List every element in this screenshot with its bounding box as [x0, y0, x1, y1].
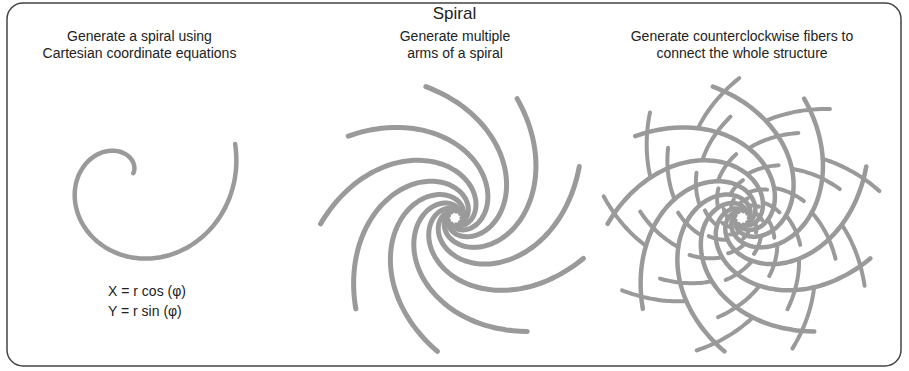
counterclockwise-fiber	[696, 173, 700, 205]
counterclockwise-fiber	[698, 78, 739, 128]
counterclockwise-fiber	[728, 244, 745, 253]
counterclockwise-fiber	[769, 244, 777, 276]
counterclockwise-fiber	[743, 230, 749, 238]
spiral-curve	[75, 144, 237, 259]
counterclockwise-fiber	[705, 210, 717, 225]
spiral-arm	[701, 203, 814, 331]
counterclockwise-fiber	[774, 188, 804, 201]
counterclockwise-fiber	[786, 216, 800, 245]
counterclockwise-fiber	[755, 213, 762, 220]
step-caption: Generate counterclockwise fibers to conn…	[630, 28, 854, 62]
counterclockwise-fiber	[792, 287, 814, 348]
counterclockwise-fiber	[718, 286, 759, 317]
spiral-arm	[444, 99, 536, 248]
spiral-arm	[608, 160, 763, 225]
multi-arm-spiral	[321, 87, 584, 352]
counterclockwise-fiber	[749, 133, 799, 148]
counterclockwise-fiber	[660, 279, 712, 284]
counterclockwise-fiber	[709, 236, 728, 240]
equation: Y = r sin (φ)	[108, 303, 248, 320]
equation-text: Y = r sin (φ)	[108, 303, 182, 319]
step-caption: Generate multiple arms of a spiral	[385, 28, 525, 62]
counterclockwise-fiber	[842, 225, 865, 286]
spiral-arm	[635, 127, 775, 230]
counterclockwise-fiber	[667, 148, 674, 200]
counterclockwise-fiber	[678, 213, 701, 236]
spiral-arm	[713, 87, 794, 237]
counterclockwise-fiber	[747, 165, 778, 174]
counterclockwise-fiber	[717, 188, 718, 207]
spiral-arm	[321, 160, 476, 225]
counterclockwise-fiber	[690, 255, 723, 258]
step-caption: Generate a spiral using Cartesian coordi…	[39, 28, 240, 62]
step-caption-text: Generate counterclockwise fibers to conn…	[631, 28, 854, 61]
diagram-title: Spiral	[0, 4, 909, 24]
equation-text: X = r cos (φ)	[108, 283, 186, 299]
counterclockwise-fiber	[640, 212, 678, 247]
title-text: Spiral	[433, 4, 476, 23]
spiral-arm	[414, 203, 527, 331]
counterclockwise-fiber	[823, 159, 880, 191]
counterclockwise-fiber	[647, 112, 651, 177]
counterclockwise-fiber	[726, 261, 752, 280]
counterclockwise-fiber	[792, 169, 840, 189]
counterclockwise-fiber	[731, 199, 734, 209]
single-spiral	[75, 144, 237, 259]
counterclockwise-fiber	[622, 290, 686, 301]
counterclockwise-fiber	[697, 317, 753, 350]
step-caption-text: Generate multiple arms of a spiral	[400, 28, 511, 61]
counterclockwise-fiber	[724, 209, 728, 218]
counterclockwise-fiber	[768, 220, 774, 238]
counterclockwise-fiber	[766, 109, 830, 121]
counterclockwise-fiber	[754, 236, 761, 254]
counterclockwise-fiber	[730, 180, 743, 195]
counterclockwise-fiber	[730, 232, 740, 235]
counterclockwise-fiber	[787, 259, 799, 310]
spiral-arm	[429, 208, 584, 290]
counterclockwise-fiber	[748, 190, 767, 193]
counterclockwise-fiber	[722, 223, 731, 228]
equation: X = r cos (φ)	[108, 283, 248, 300]
counterclockwise-fiber	[702, 117, 730, 161]
panel-frame	[7, 3, 901, 366]
counterclockwise-fiber	[812, 213, 836, 259]
counterclockwise-fiber	[749, 205, 759, 206]
spiral-arm	[716, 208, 871, 290]
fiber-spiral	[604, 78, 880, 351]
counterclockwise-fiber	[718, 154, 736, 181]
counterclockwise-fiber	[755, 222, 756, 232]
counterclockwise-fiber	[604, 196, 646, 246]
step-caption-text: Generate a spiral using Cartesian coordi…	[43, 28, 237, 61]
counterclockwise-fiber	[763, 203, 780, 213]
spiral-arm	[354, 181, 469, 309]
spiral-arm	[348, 127, 488, 230]
counterclockwise-fiber	[739, 198, 748, 204]
